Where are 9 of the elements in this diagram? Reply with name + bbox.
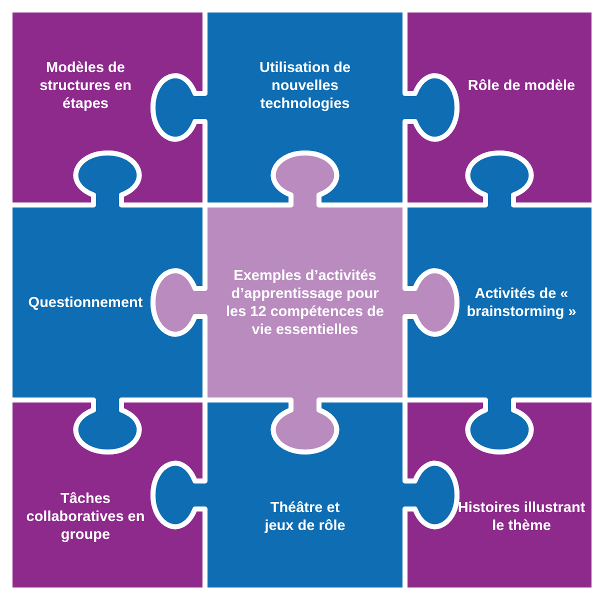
piece-label: Tâches collaboratives en groupe (25, 490, 146, 544)
piece-label: Utilisation de nouvelles technologies (258, 58, 352, 112)
piece-label: Modèles de structures en étapes (38, 58, 132, 112)
piece-label: Activités de « brainstorming » (466, 284, 578, 320)
piece-label: Rôle de modèle (466, 76, 576, 94)
piece-label: Théâtre et jeux de rôle (264, 499, 346, 535)
piece-label: Histoires illustrant le thème (456, 499, 586, 535)
piece-label: Questionnement (27, 294, 144, 312)
piece-label: Exemples d’activités d’apprentissage pour les 12 compétences de vie essentielles (225, 266, 385, 338)
